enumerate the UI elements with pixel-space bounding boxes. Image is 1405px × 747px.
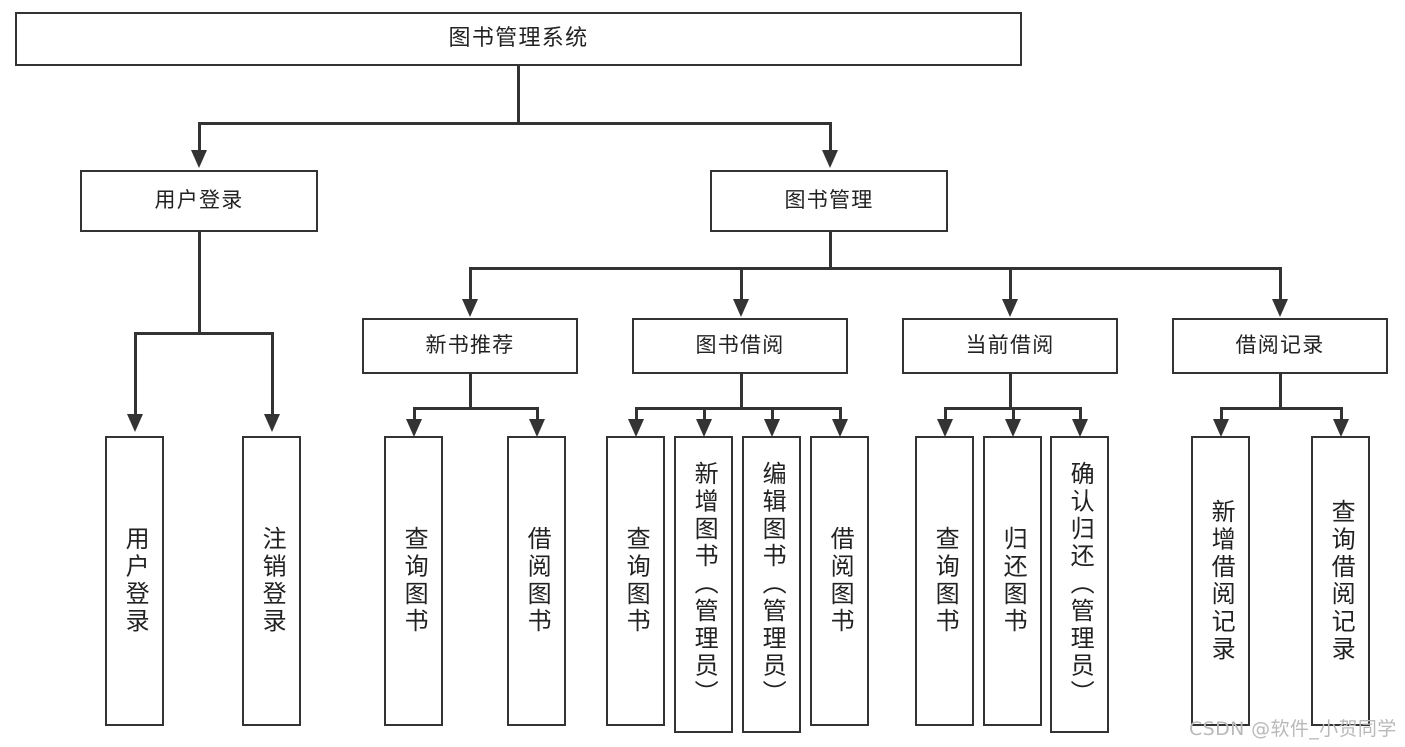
connector-book-borrow-drop-2 <box>703 407 706 421</box>
arrowhead-level3-4 <box>1272 299 1288 317</box>
arrowhead-new-book-2 <box>529 419 545 437</box>
connector-level3-drop-4 <box>1279 267 1282 301</box>
connector-current-borrow-drop-2 <box>1012 407 1015 421</box>
node-label: 借阅图书 <box>826 526 855 636</box>
connector-current-borrow-drop-3 <box>1079 407 1082 421</box>
connector-level2-drop-1 <box>198 122 201 154</box>
node-label: 查询借阅记录 <box>1327 498 1356 664</box>
arrowhead-level3-2 <box>733 299 749 317</box>
node-label: 确认归还（管理员） <box>1066 461 1095 708</box>
arrowhead-current-borrow-3 <box>1072 419 1088 437</box>
connector-borrow-record-bus <box>1220 407 1342 410</box>
leaf-user-login[interactable]: 用户登录 <box>105 436 164 726</box>
connector-user-login-drop-1 <box>134 332 137 416</box>
connector-level3-drop-3 <box>1009 267 1012 301</box>
connector-book-borrow-bus <box>635 407 840 410</box>
leaf-query-book-current[interactable]: 查询图书 <box>915 436 974 726</box>
arrowhead-book-borrow-2 <box>696 419 712 437</box>
leaf-logout-login[interactable]: 注销登录 <box>242 436 301 726</box>
arrowhead-borrow-record-2 <box>1333 419 1349 437</box>
node-label: 编辑图书（管理员） <box>758 461 787 708</box>
leaf-query-book-recommend[interactable]: 查询图书 <box>384 436 443 726</box>
node-book-management[interactable]: 图书管理 <box>710 170 948 232</box>
arrowhead-book-borrow-4 <box>832 419 848 437</box>
connector-book-borrow-drop-1 <box>635 407 638 421</box>
node-root-book-management-system[interactable]: 图书管理系统 <box>15 12 1022 66</box>
leaf-add-borrow-record[interactable]: 新增借阅记录 <box>1191 436 1250 726</box>
arrowhead-book-borrow-3 <box>764 419 780 437</box>
connector-new-book-bus <box>413 407 538 410</box>
connector-user-login-stem <box>198 232 201 333</box>
leaf-borrow-book-recommend[interactable]: 借阅图书 <box>507 436 566 726</box>
node-label: 新增借阅记录 <box>1207 498 1236 664</box>
node-label: 图书管理 <box>784 188 874 213</box>
watermark-text: CSDN @软件_小贺同学 <box>1189 718 1397 740</box>
node-label: 查询图书 <box>931 526 960 636</box>
connector-new-book-stem <box>469 374 472 409</box>
leaf-return-book[interactable]: 归还图书 <box>983 436 1042 726</box>
arrowhead-book-borrow-1 <box>628 419 644 437</box>
node-label: 查询图书 <box>400 526 429 636</box>
connector-level2-bus <box>198 122 832 125</box>
leaf-confirm-return-admin[interactable]: 确认归还（管理员） <box>1050 436 1109 733</box>
node-book-borrow[interactable]: 图书借阅 <box>632 318 848 374</box>
node-label: 注销登录 <box>258 526 287 636</box>
arrowhead-current-borrow-2 <box>1005 419 1021 437</box>
node-label: 当前借阅 <box>965 333 1055 358</box>
leaf-borrow-book[interactable]: 借阅图书 <box>810 436 869 726</box>
connector-level3-bus <box>469 267 1281 270</box>
node-label: 用户登录 <box>121 526 150 636</box>
connector-borrow-record-drop-2 <box>1340 407 1343 421</box>
connector-borrow-record-stem <box>1279 374 1282 409</box>
connector-book-borrow-stem <box>740 374 743 409</box>
node-label: 新增图书（管理员） <box>690 461 719 708</box>
connector-book-borrow-drop-3 <box>771 407 774 421</box>
connector-level2-drop-2 <box>829 122 832 154</box>
connector-new-book-drop-2 <box>536 407 539 421</box>
node-label: 借阅记录 <box>1235 333 1325 358</box>
leaf-add-book-admin[interactable]: 新增图书（管理员） <box>674 436 733 733</box>
node-label: 借阅图书 <box>523 526 552 636</box>
leaf-query-book-borrow[interactable]: 查询图书 <box>606 436 665 726</box>
connector-level3-drop-2 <box>740 267 743 301</box>
node-label: 图书管理系统 <box>448 25 589 51</box>
leaf-query-borrow-record[interactable]: 查询借阅记录 <box>1311 436 1370 726</box>
connector-user-login-drop-2 <box>271 332 274 416</box>
arrowhead-level2-2 <box>822 150 838 168</box>
arrowhead-level3-3 <box>1002 299 1018 317</box>
connector-borrow-record-drop-1 <box>1220 407 1223 421</box>
leaf-edit-book-admin[interactable]: 编辑图书（管理员） <box>742 436 801 733</box>
arrowhead-level3-1 <box>462 299 478 317</box>
node-current-borrow[interactable]: 当前借阅 <box>902 318 1118 374</box>
arrowhead-current-borrow-1 <box>937 419 953 437</box>
node-user-login[interactable]: 用户登录 <box>80 170 318 232</box>
arrowhead-borrow-record-1 <box>1213 419 1229 437</box>
connector-level3-drop-1 <box>469 267 472 301</box>
arrowhead-user-login-1 <box>127 414 143 432</box>
node-borrow-record[interactable]: 借阅记录 <box>1172 318 1388 374</box>
arrowhead-new-book-1 <box>406 419 422 437</box>
connector-user-login-bus <box>134 332 273 335</box>
connector-book-management-stem <box>829 232 832 269</box>
node-new-book-recommend[interactable]: 新书推荐 <box>362 318 578 374</box>
connector-new-book-drop-1 <box>413 407 416 421</box>
connector-current-borrow-drop-1 <box>944 407 947 421</box>
node-label: 新书推荐 <box>425 333 515 358</box>
node-label: 用户登录 <box>154 188 244 213</box>
connector-book-borrow-drop-4 <box>839 407 842 421</box>
arrowhead-user-login-2 <box>264 414 280 432</box>
node-label: 归还图书 <box>999 526 1028 636</box>
node-label: 图书借阅 <box>695 333 785 358</box>
connector-root-stem <box>517 66 520 123</box>
connector-current-borrow-stem <box>1009 374 1012 409</box>
node-label: 查询图书 <box>622 526 651 636</box>
arrowhead-level2-1 <box>191 150 207 168</box>
